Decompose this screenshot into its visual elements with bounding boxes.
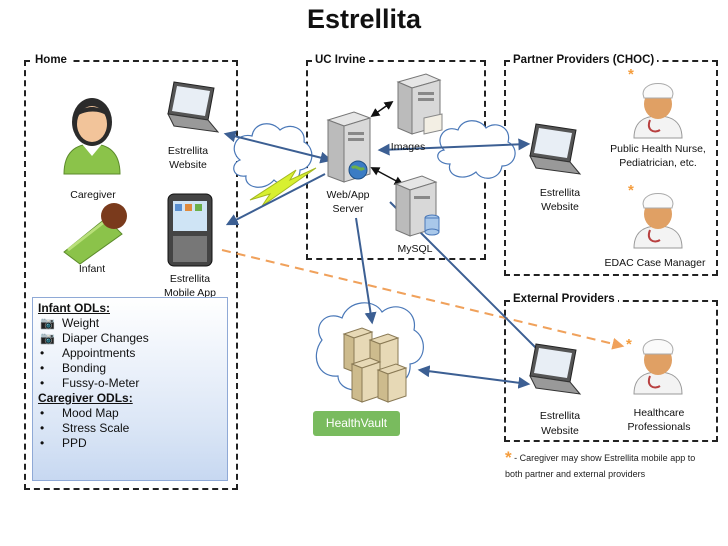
- healthvault-servers-icon: [342, 327, 408, 403]
- home-website-label-line1: Estrellita: [167, 145, 209, 157]
- odl-item-mood: •Mood Map: [40, 406, 119, 420]
- mobile-to-providers-dashed: [221, 249, 625, 350]
- footnote-line1: - Caregiver may show Estrellita mobile a…: [514, 453, 696, 463]
- mysql-server-icon: [394, 175, 440, 237]
- images-label: Images: [390, 141, 426, 153]
- healthcare-professional-icon: [633, 339, 683, 395]
- arrow-server-mysql: [370, 167, 404, 185]
- footnote-star: *: [505, 448, 512, 467]
- caregiver-odl-header: Caregiver ODLs:: [38, 391, 133, 405]
- arrow-server-partner-website: [377, 138, 531, 156]
- web-app-server-icon: [326, 111, 372, 183]
- mobile-phone-icon: [167, 193, 213, 267]
- caregiver-label: Caregiver: [70, 189, 116, 201]
- odl-item-ppd: •PPD: [40, 436, 87, 450]
- external-star: *: [626, 336, 632, 353]
- external-laptop-icon: [529, 343, 582, 395]
- camera-icon: 📷: [40, 316, 55, 330]
- arrow-home-website-server: [223, 130, 333, 164]
- home-laptop-icon: [167, 81, 220, 133]
- arrow-server-images: [370, 100, 394, 118]
- partner-website-label-line2: Website: [541, 201, 579, 213]
- healthcare-label-line1: Healthcare: [633, 407, 685, 419]
- mobile-app-label-line1: Estrellita: [169, 273, 211, 285]
- odl-panel: Infant ODLs: 📷Weight 📷Diaper Changes •Ap…: [32, 297, 228, 481]
- mysql-label: MySQL: [397, 243, 433, 255]
- footnote-line2: both partner and external providers: [505, 469, 646, 479]
- home-region: [24, 60, 238, 490]
- web-app-server-label-line1: Web/App: [326, 189, 370, 201]
- public-health-nurse-icon: [633, 83, 683, 139]
- partner-laptop-icon: [529, 123, 582, 175]
- images-server-icon: [396, 73, 443, 135]
- infant-odl-header: Infant ODLs:: [38, 301, 110, 315]
- odl-item-diaper: 📷Diaper Changes: [40, 331, 149, 345]
- healthvault-badge: HealthVault: [313, 411, 400, 436]
- uc-irvine-region-label: UC Irvine: [312, 54, 369, 66]
- footnote: * - Caregiver may show Estrellita mobile…: [505, 448, 725, 482]
- arrow-server-mobile-app: [225, 173, 326, 226]
- odl-item-fussy: •Fussy-o-Meter: [40, 376, 140, 390]
- infant-icon: [63, 203, 127, 265]
- public-health-label-line1: Public Health Nurse,: [610, 143, 706, 155]
- wireless-lightning: [249, 167, 317, 207]
- odl-item-bonding: •Bonding: [40, 361, 107, 375]
- edac-label: EDAC Case Manager: [604, 257, 706, 269]
- cloud-server-partner: [437, 120, 516, 179]
- home-website-label-line2: Website: [169, 159, 207, 171]
- external-website-label-line1: Estrellita: [539, 410, 581, 422]
- partner-region-label: Partner Providers (CHOC): [510, 54, 658, 66]
- diagram-title: Estrellita: [306, 4, 422, 34]
- edac-case-manager-icon: [633, 193, 683, 249]
- arrow-server-healthvault: [355, 217, 377, 325]
- partner-website-label-line1: Estrellita: [539, 187, 581, 199]
- odl-item-stress: •Stress Scale: [40, 421, 130, 435]
- caregiver-icon: [63, 98, 121, 175]
- odl-item-appointments: •Appointments: [40, 346, 136, 360]
- infant-label: Infant: [78, 263, 106, 275]
- partner-star-1: *: [628, 66, 634, 83]
- mobile-app-label-line2: Mobile App: [164, 287, 216, 299]
- public-health-label-line2: Pediatrician, etc.: [619, 157, 697, 169]
- web-app-server-label-line2: Server: [332, 203, 364, 215]
- odl-item-weight: 📷Weight: [40, 316, 100, 330]
- home-region-label: Home: [32, 54, 70, 66]
- partner-star-2: *: [628, 182, 634, 199]
- external-region-label: External Providers: [510, 293, 618, 305]
- arrow-healthvault-external: [417, 365, 531, 389]
- healthcare-label-line2: Professionals: [627, 421, 691, 433]
- external-website-label-line2: Website: [541, 425, 579, 437]
- camera-icon: 📷: [40, 331, 55, 345]
